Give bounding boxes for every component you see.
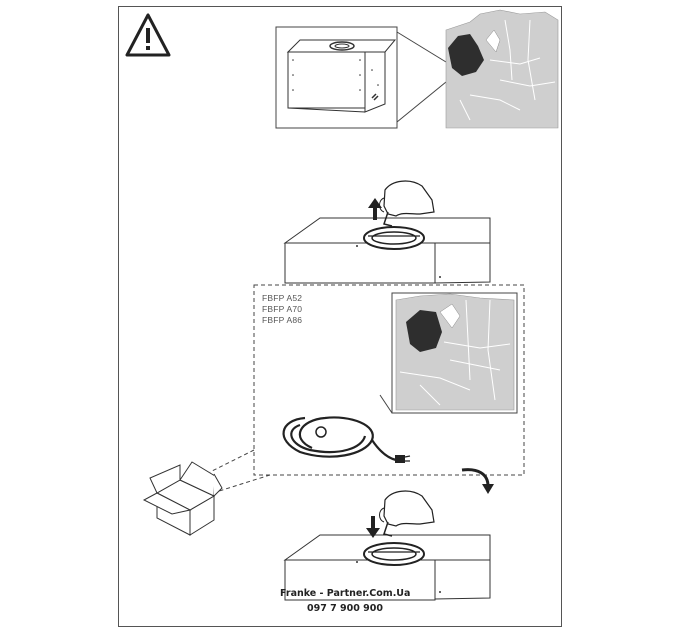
europe-map-top	[445, 9, 559, 129]
hood-middle	[283, 217, 491, 284]
curved-arrow-icon	[461, 468, 494, 494]
cardboard-box	[142, 461, 223, 536]
model-name: FBFP A52	[262, 293, 303, 303]
page-frame	[118, 6, 562, 627]
model-name: FBFP A86	[262, 315, 303, 325]
down-arrow-icon	[366, 516, 380, 538]
hood-callout-box	[275, 26, 447, 129]
hand-upper	[379, 180, 435, 227]
warning-triangle-icon	[125, 13, 171, 57]
model-name: FBFP A70	[262, 304, 303, 314]
hand-lower	[379, 490, 435, 537]
up-arrow-icon	[368, 198, 382, 220]
hood-bottom	[283, 534, 491, 601]
footer-phone: 097 7 900 900	[306, 603, 384, 614]
power-cable	[282, 416, 411, 463]
footer: Franke - Partner.Com.Ua 097 7 900 900	[280, 586, 410, 616]
europe-map-middle	[379, 292, 518, 414]
model-list: FBFP A52 FBFP A70 FBFP A86	[262, 293, 302, 326]
footer-brand: Franke - Partner.Com.Ua	[280, 588, 411, 599]
